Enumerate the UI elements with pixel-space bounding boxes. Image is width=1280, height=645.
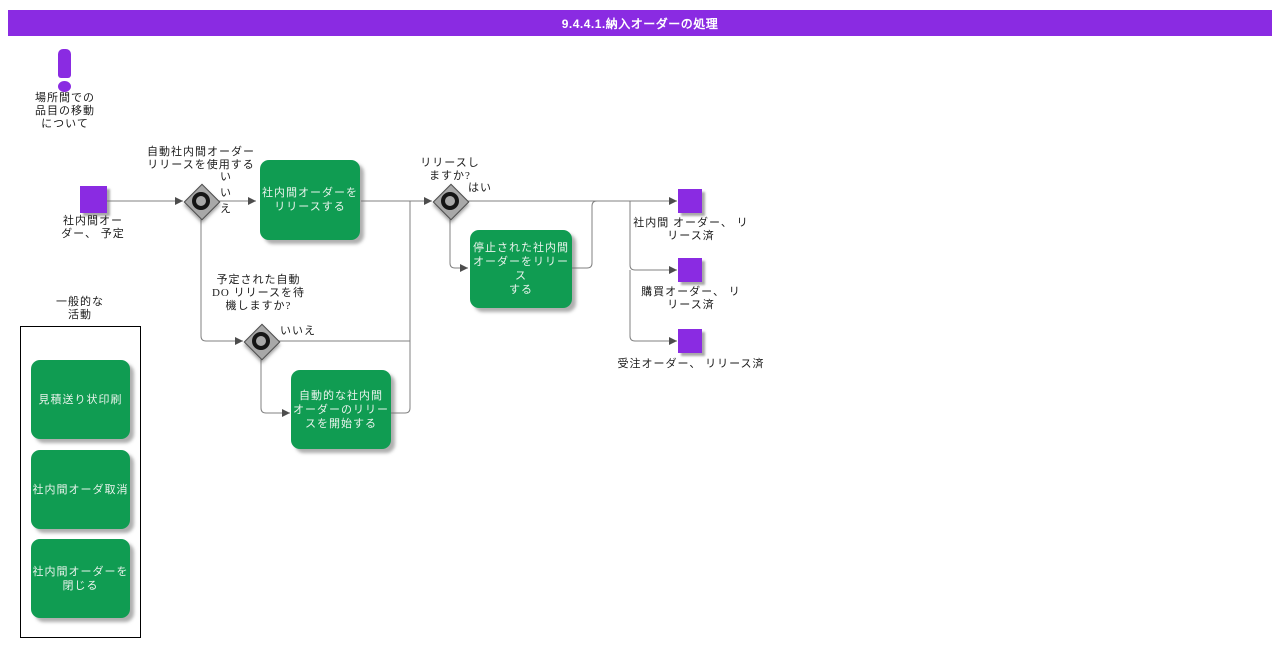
end-event-internal-order-label: 社内間 オーダー、 リ リース済 (633, 217, 749, 242)
end-event-internal-order[interactable] (678, 189, 702, 213)
task-start-auto-release[interactable]: 自動的な社内間 オーダーのリリー スを開始する (291, 370, 391, 449)
end-event-purchase-order[interactable] (678, 258, 702, 282)
task-close-internal-order[interactable]: 社内間オーダーを 閉じる (31, 539, 130, 618)
decision3-ring-icon (252, 332, 270, 350)
end-event-sales-order[interactable] (678, 329, 702, 353)
page-title: 9.4.4.1.納入オーダーの処理 (8, 10, 1272, 36)
connector-decision2-no-to-held-task (449, 219, 468, 272)
decision3-question: 予定された自動 DO リリースを待 機しますか? (211, 274, 306, 312)
group-title: 一般的な 活動 (56, 296, 104, 321)
connector-branch-to-end-sales (629, 270, 677, 345)
decision2-question: リリースし ますか? (420, 157, 480, 182)
task-release-internal-order[interactable]: 社内間オーダーを リリースする (260, 160, 360, 240)
start-event-square[interactable] (80, 186, 107, 213)
decision2-yes-label: はい (468, 182, 492, 194)
decision1-question: 自動社内間オーダー リリースを使用する (147, 146, 255, 171)
decision2-ring-icon (441, 192, 459, 210)
connector-held-task-merge (572, 200, 598, 269)
connector-decision1-no-to-decision3 (200, 219, 243, 345)
exclamation-icon-dot (58, 81, 71, 92)
start-event-label: 社内間オー ダー、 予定 (61, 215, 125, 240)
end-event-sales-order-label: 受注オーダー、 リリース済 (617, 358, 765, 370)
end-event-purchase-order-label: 購買オーダー、 リ リース済 (641, 286, 741, 311)
connector-auto-release-task-merge (391, 201, 411, 414)
decision1-no-label: い い え (220, 171, 232, 215)
decision3-no-label: いいえ (280, 325, 316, 337)
task-print-quote-invoice[interactable]: 見積送り状印刷 (31, 360, 130, 439)
task-cancel-internal-order[interactable]: 社内間オーダ取消 (31, 450, 130, 529)
exclamation-icon (58, 49, 71, 78)
decision1-ring-icon (192, 192, 210, 210)
annotation-note: 場所間での 品目の移動 について (35, 92, 95, 130)
connector-branch-to-end-purchase (629, 201, 677, 274)
task-release-held-order[interactable]: 停止された社内間 オーダーをリリース する (470, 230, 572, 308)
connector-decision3-to-auto-release-task (260, 359, 290, 417)
